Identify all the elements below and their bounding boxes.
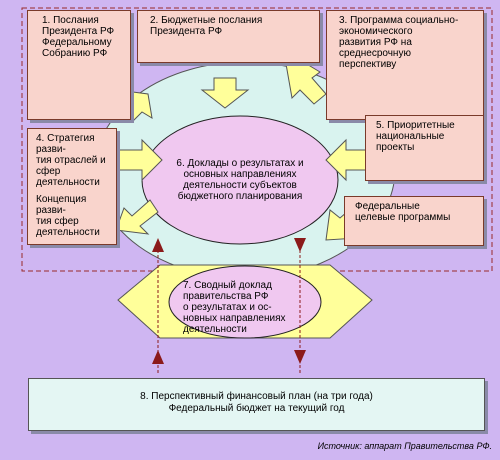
box3-line: развития РФ на <box>339 37 412 48</box>
box3-line: перспективу <box>339 59 397 70</box>
box4-line: тия отраслей и <box>36 155 106 166</box>
box5-line: национальные <box>376 131 445 142</box>
box4-line: сфер деятельности <box>36 166 100 188</box>
center-line: 6. Доклады о результатах и <box>176 158 304 169</box>
box5-line: 5. Приоритетные <box>376 120 455 131</box>
arrowhead-right-down-bottom <box>294 350 306 364</box>
center-line: деятельности субъектов <box>183 180 297 191</box>
arrowhead-left-up <box>152 238 164 252</box>
summary-line: новных направлениях <box>183 313 286 324</box>
summary-line: о результатах и ос- <box>183 302 272 313</box>
center-line: бюджетного планирования <box>177 191 303 202</box>
bottom-line: 8. Перспективный финансовый план (на три… <box>140 391 373 402</box>
summary-report-text: 7. Сводный доклад правительства РФ о рез… <box>183 280 313 335</box>
box5b-line: целевые программы <box>355 212 451 223</box>
box1-line: Федеральному <box>42 37 112 48</box>
summary-line: деятельности <box>183 324 247 335</box>
arrowhead-right-down-top <box>294 238 306 252</box>
box5b-line: Федеральные <box>355 201 420 212</box>
summary-line: правительства РФ <box>183 291 269 302</box>
center-reports-text: 6. Доклады о результатах и основных напр… <box>150 158 330 202</box>
source-caption: Источник: аппарат Правительства РФ. <box>317 441 492 451</box>
box4-line: 4. Стратегия разви- <box>36 133 95 155</box>
arrow-from-box4 <box>113 138 163 182</box>
box2-line: Президента РФ <box>150 26 223 37</box>
box-presidential-addresses: 1. Послания Президента РФ Федеральному С… <box>27 10 131 120</box>
box5-line: проекты <box>376 142 415 153</box>
box-budget-addresses: 2. Бюджетные послания Президента РФ <box>137 10 320 63</box>
center-line: основных направлениях <box>183 169 297 180</box>
arrow-from-box4b <box>115 199 159 235</box>
arrow-from-box3 <box>285 59 327 105</box>
bottom-line: Федеральный бюджет на текущий год <box>168 403 345 414</box>
summary-line: 7. Сводный доклад <box>183 280 272 291</box>
arrow-from-box2 <box>200 77 250 109</box>
arrowhead-left-up-bottom <box>152 350 164 364</box>
box-federal-target-programs: Федеральные целевые программы <box>344 196 484 246</box>
box3-line: 3. Программа социально- <box>339 15 459 26</box>
box1-line: Собранию РФ <box>42 48 108 59</box>
box-national-projects: 5. Приоритетные национальные проекты <box>365 115 484 181</box>
box3-line: среднесрочную <box>339 48 411 59</box>
box-financial-plan: 8. Перспективный финансовый план (на три… <box>28 378 485 431</box>
box1-line: 1. Послания <box>42 15 99 26</box>
box1-line: Президента РФ <box>42 26 115 37</box>
box3-line: экономического <box>339 26 413 37</box>
summary-ellipse <box>168 265 322 339</box>
box2-line: 2. Бюджетные послания <box>150 15 263 26</box>
box4-line: тия сфер <box>36 216 79 227</box>
box4-line: деятельности <box>36 227 100 238</box>
box-sector-strategy: 4. Стратегия разви- тия отраслей и сфер … <box>27 128 117 245</box>
box-socioeconomic-program: 3. Программа социально- экономического р… <box>326 10 484 120</box>
box4-line: Концепция разви- <box>36 194 87 216</box>
